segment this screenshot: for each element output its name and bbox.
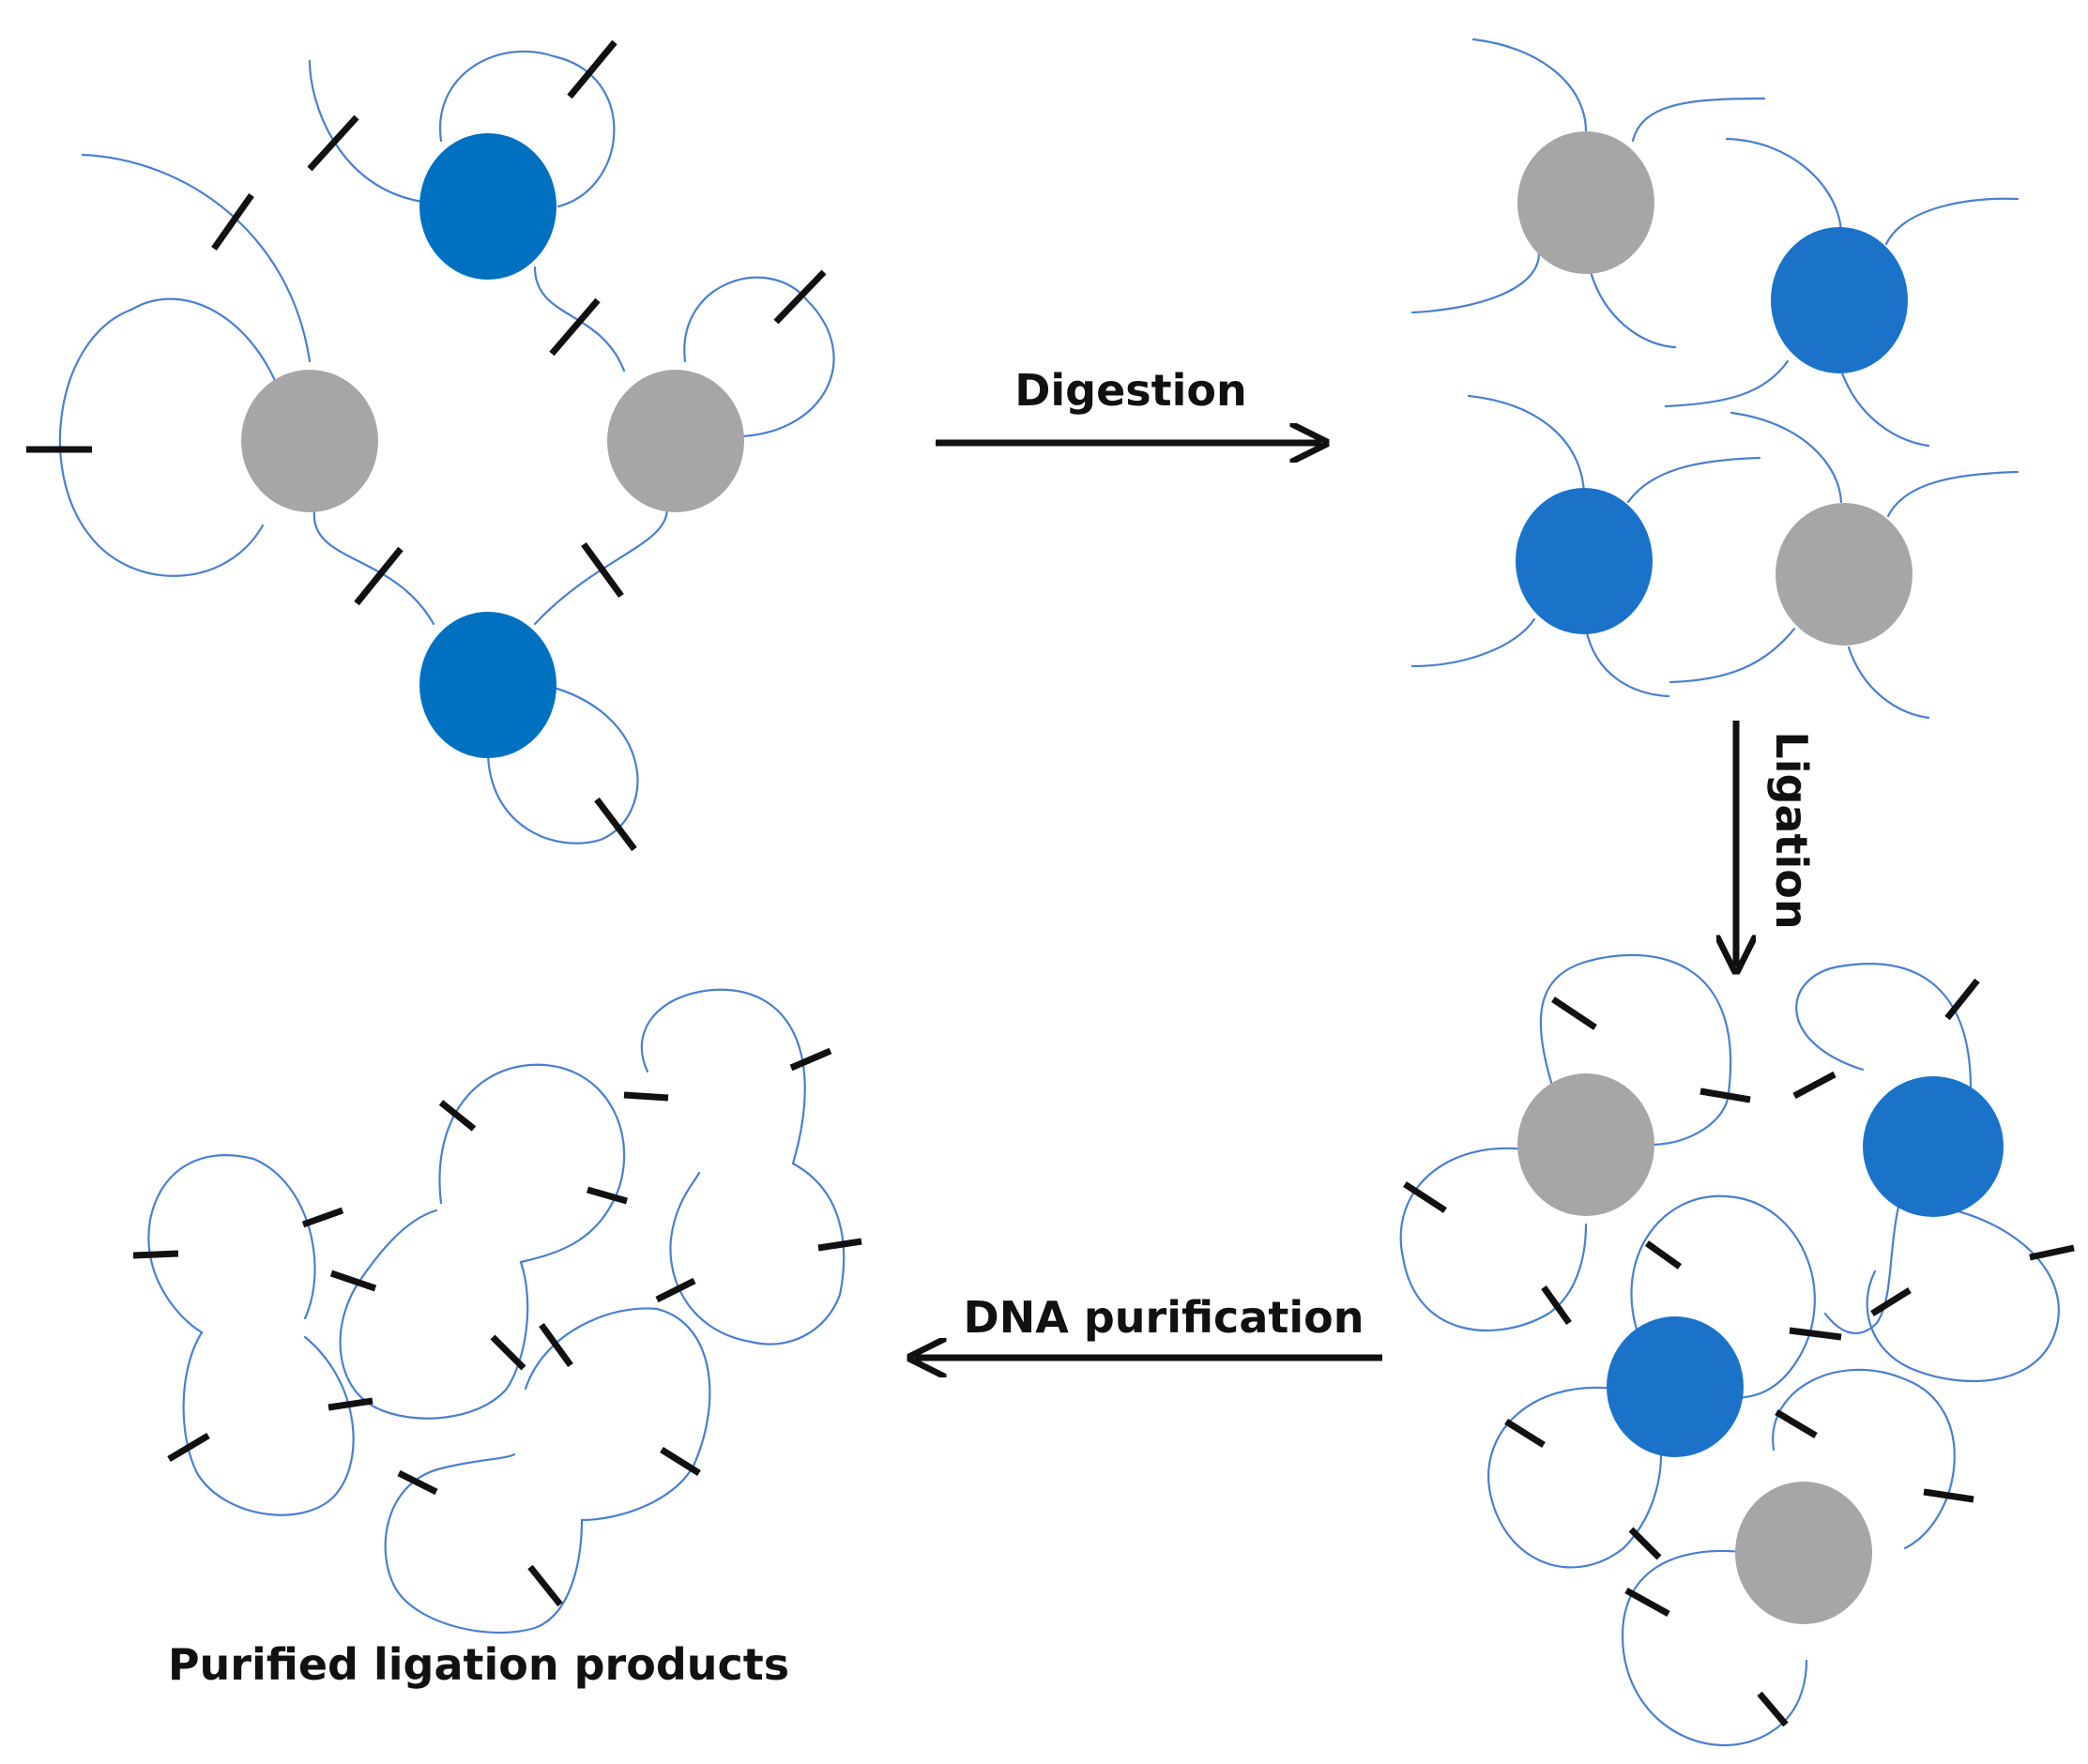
blue-nucleosome [1863, 1076, 2004, 1217]
grey-nucleosome [241, 370, 378, 512]
nucleosomes [241, 133, 744, 758]
purification-label: DNA purification [964, 1292, 1364, 1343]
grey-nucleosome [1517, 1073, 1654, 1216]
restriction-sites [132, 1047, 862, 1607]
purification-step: DNA purification [915, 1292, 1382, 1358]
nucleosomes [1516, 131, 1913, 646]
grey-nucleosome [1517, 131, 1654, 274]
dna-strands [147, 988, 846, 1635]
grey-nucleosome [1776, 503, 1913, 646]
grey-nucleosome [1735, 1482, 1872, 1624]
digested-chromatin-panel [1410, 38, 2019, 720]
restriction-sites [1403, 978, 2075, 1727]
nucleosomes [1517, 1073, 2004, 1624]
ligated-chromatin-panel [1399, 953, 2075, 1746]
ligation-step: Ligation [1736, 721, 1817, 966]
blue-nucleosome [419, 133, 556, 280]
ligation-label: Ligation [1766, 731, 1817, 929]
blue-nucleosome [1771, 227, 1908, 373]
blue-nucleosome [1516, 488, 1653, 634]
dna-strands [1399, 953, 2060, 1746]
restriction-sites [26, 39, 827, 852]
grey-nucleosome [607, 370, 744, 512]
purified-products-panel: Purified ligation products [132, 988, 862, 1690]
dna-strands [1410, 38, 2019, 720]
digestion-label: Digestion [1014, 365, 1247, 416]
crosslinked-chromatin-panel [26, 39, 835, 852]
blue-nucleosome [419, 612, 556, 758]
purified-products-caption: Purified ligation products [168, 1639, 789, 1690]
digestion-step: Digestion [936, 365, 1321, 443]
blue-nucleosome [1607, 1316, 1744, 1457]
dna-strands [58, 50, 835, 844]
